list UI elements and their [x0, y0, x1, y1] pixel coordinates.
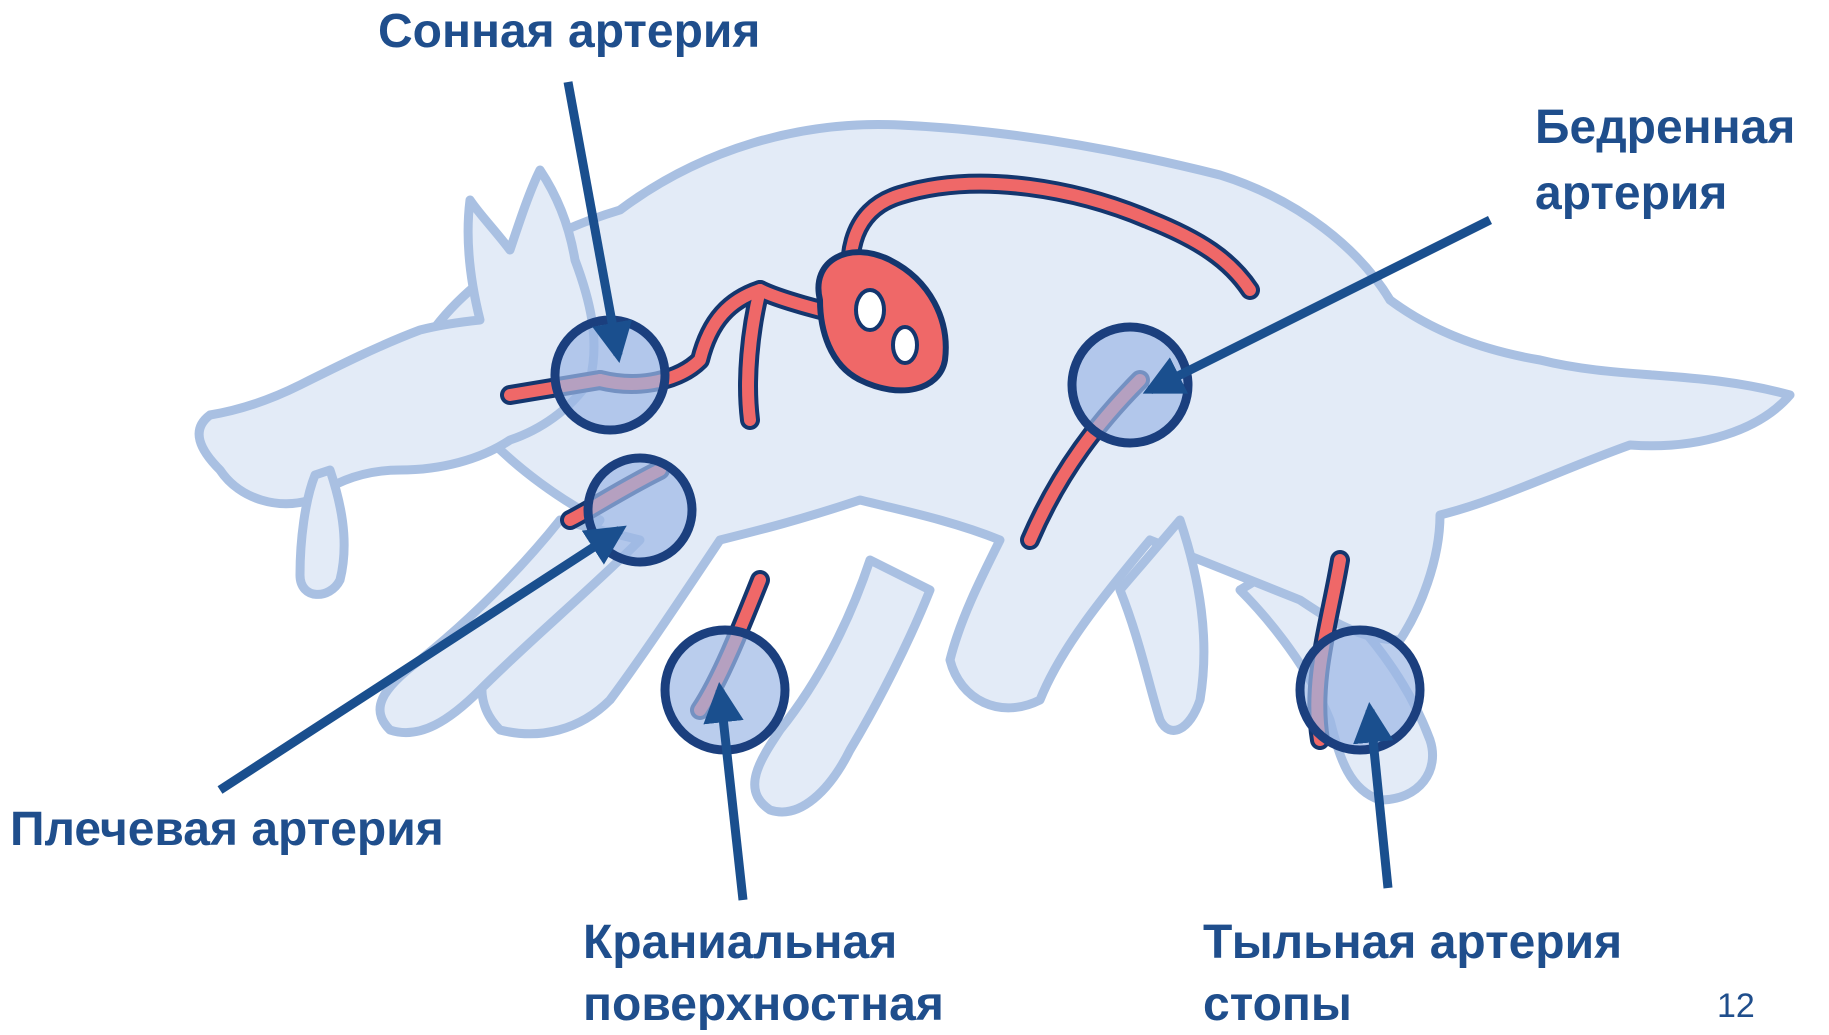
- label-femoral-artery-line2: артерия: [1535, 164, 1727, 224]
- label-dorsal-pedal-line1: Тыльная артерия: [1203, 913, 1622, 973]
- page-number: 12: [1717, 986, 1755, 1026]
- pulse-circle-carotid: [555, 320, 665, 430]
- label-cranial-superficial-line1: Краниальная: [583, 913, 897, 973]
- label-cranial-superficial-line2: поверхностная: [583, 975, 944, 1035]
- pulse-circle-brachial: [588, 458, 692, 562]
- label-carotid-artery: Сонная артерия: [378, 2, 760, 62]
- label-brachial-artery: Плечевая артерия: [10, 800, 444, 860]
- pulse-circle-femoral: [1072, 327, 1188, 443]
- label-dorsal-pedal-line2: стопы: [1203, 975, 1352, 1035]
- label-femoral-artery-line1: Бедренная: [1535, 98, 1795, 158]
- dog-body: [199, 124, 1790, 811]
- pulse-circle-dorsal: [1300, 630, 1420, 750]
- tongue: [300, 470, 344, 594]
